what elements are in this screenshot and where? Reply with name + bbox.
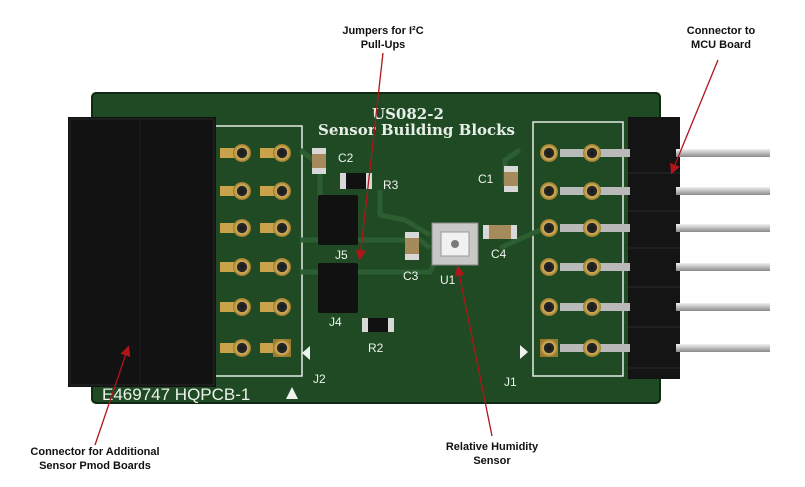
c4-capacitor bbox=[483, 225, 517, 239]
j2-pad bbox=[273, 219, 291, 237]
pin1-arrow-j1 bbox=[520, 345, 528, 359]
j2-pin bbox=[260, 302, 282, 312]
arrow-humidity bbox=[454, 265, 493, 437]
j2-pad bbox=[233, 298, 251, 316]
j2-pin bbox=[220, 186, 242, 196]
j1-pin bbox=[676, 344, 770, 352]
j1-pad bbox=[540, 144, 558, 162]
j2-pin bbox=[260, 186, 282, 196]
j2-pin bbox=[220, 148, 242, 158]
j1-pad bbox=[583, 339, 601, 357]
j2-pad bbox=[233, 258, 251, 276]
j2-pad bbox=[233, 339, 251, 357]
c3-capacitor bbox=[405, 232, 419, 260]
j1-pad bbox=[540, 182, 558, 200]
vendor-mark: E469747 HQPCB-1 bbox=[102, 385, 250, 404]
j2-pad bbox=[273, 339, 291, 357]
callout-connector-pmod: Connector for Additional Sensor Pmod Boa… bbox=[30, 446, 160, 472]
c2-capacitor bbox=[312, 148, 326, 174]
label-r2: R2 bbox=[368, 341, 384, 355]
j1-pad bbox=[583, 298, 601, 316]
j2-pad bbox=[233, 182, 251, 200]
part-number: US082-2 bbox=[372, 105, 444, 123]
j2-pin bbox=[220, 262, 242, 272]
callout-connector-mcu: Connector to MCU Board bbox=[686, 25, 756, 51]
label-c2: C2 bbox=[338, 151, 354, 165]
jumper-j5 bbox=[318, 195, 358, 245]
j2-pin bbox=[260, 223, 282, 233]
label-c1: C1 bbox=[478, 172, 494, 186]
j2-pin bbox=[220, 343, 242, 353]
j1-pad bbox=[583, 219, 601, 237]
j2-pin bbox=[260, 262, 282, 272]
j2-header bbox=[68, 117, 216, 387]
j1-pad bbox=[540, 258, 558, 276]
j1-pad bbox=[583, 144, 601, 162]
j1-outline bbox=[532, 121, 624, 377]
label-u1: U1 bbox=[440, 273, 456, 287]
callout-jumpers: Jumpers for I²C Pull-Ups bbox=[342, 25, 424, 51]
arrow-jumpers bbox=[355, 52, 384, 261]
j1-pad bbox=[583, 182, 601, 200]
label-j4: J4 bbox=[329, 315, 342, 329]
j2-pad bbox=[233, 219, 251, 237]
j1-pin bbox=[676, 187, 770, 195]
c1-capacitor bbox=[504, 166, 518, 192]
pin1-triangle-bottom bbox=[286, 387, 298, 399]
jumper-j4 bbox=[318, 263, 358, 313]
pin1-arrow-j2 bbox=[302, 346, 310, 360]
u1-humidity-sensor bbox=[431, 222, 479, 266]
j1-pads bbox=[540, 144, 601, 357]
label-j1: J1 bbox=[504, 375, 517, 389]
j2-pin bbox=[260, 148, 282, 158]
j2-pad bbox=[233, 144, 251, 162]
j1-pin bbox=[676, 224, 770, 232]
board-subtitle: Sensor Building Blocks bbox=[318, 121, 515, 139]
j1-pad bbox=[583, 258, 601, 276]
j1-pad bbox=[540, 298, 558, 316]
label-c3: C3 bbox=[403, 269, 419, 283]
label-j2: J2 bbox=[313, 372, 326, 386]
label-r3: R3 bbox=[383, 178, 399, 192]
callout-arrows bbox=[94, 52, 719, 446]
callout-humidity: Relative Humidity Sensor bbox=[445, 441, 539, 467]
r2-resistor bbox=[362, 318, 394, 332]
j1-pad bbox=[540, 219, 558, 237]
arrow-connector-pmod bbox=[94, 345, 131, 446]
j2-pad bbox=[273, 258, 291, 276]
arrow-connector-mcu bbox=[670, 59, 719, 175]
label-c4: C4 bbox=[491, 247, 507, 261]
j2-pin bbox=[220, 223, 242, 233]
j1-pin bbox=[676, 263, 770, 271]
j2-pads bbox=[220, 144, 291, 357]
j2-pad bbox=[273, 182, 291, 200]
r3-resistor bbox=[340, 173, 372, 189]
j2-pad bbox=[273, 298, 291, 316]
j1-pad bbox=[540, 339, 558, 357]
j2-pin bbox=[260, 343, 282, 353]
j1-pin bbox=[676, 149, 770, 157]
j2-pin bbox=[220, 302, 242, 312]
j1-pin bbox=[676, 303, 770, 311]
label-j5: J5 bbox=[335, 248, 348, 262]
j2-pad bbox=[273, 144, 291, 162]
